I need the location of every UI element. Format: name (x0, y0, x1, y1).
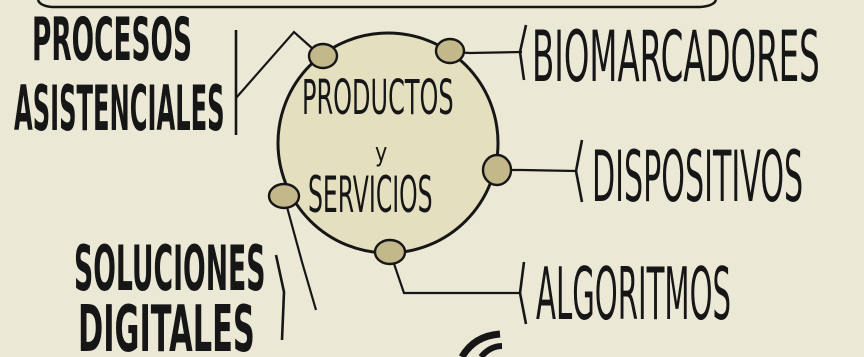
top-frame-edge (36, 0, 718, 9)
connector-dot-dispositivos (481, 153, 513, 187)
label-dispositivos: DISPOSITIVOS (592, 136, 804, 218)
bracket-biomarcadores (518, 24, 528, 81)
bracket-dispositivos (574, 139, 584, 203)
bracket-algoritmos (518, 261, 528, 325)
label-algoritmos: ALGORITMOS (536, 252, 732, 336)
center-title-line1: PRODUCTOS (302, 70, 454, 126)
label-procesos-line2: ASISTENCIALES (14, 72, 225, 145)
connector-dot-biomarcadores (434, 37, 466, 65)
bracket-soluciones (274, 254, 286, 341)
connector-dot-algoritmos (373, 238, 407, 266)
connector-soluciones (282, 195, 318, 311)
signal-arc-inner (478, 343, 503, 357)
center-title-line3: SERVICIOS (308, 166, 433, 224)
label-soluciones-line1: SOLUCIONES (74, 232, 266, 305)
label-procesos-line1: PROCESOS (32, 5, 193, 75)
label-biomarcadores: BIOMARCADORES (532, 16, 820, 98)
signal-arc-outer (458, 330, 501, 357)
center-title-line2: y (375, 138, 388, 168)
connector-dot-procesos (307, 42, 339, 70)
connector-dot-soluciones (267, 182, 301, 210)
connector-algoritmos (388, 251, 520, 295)
label-soluciones-line2: DIGITALES (78, 293, 255, 357)
